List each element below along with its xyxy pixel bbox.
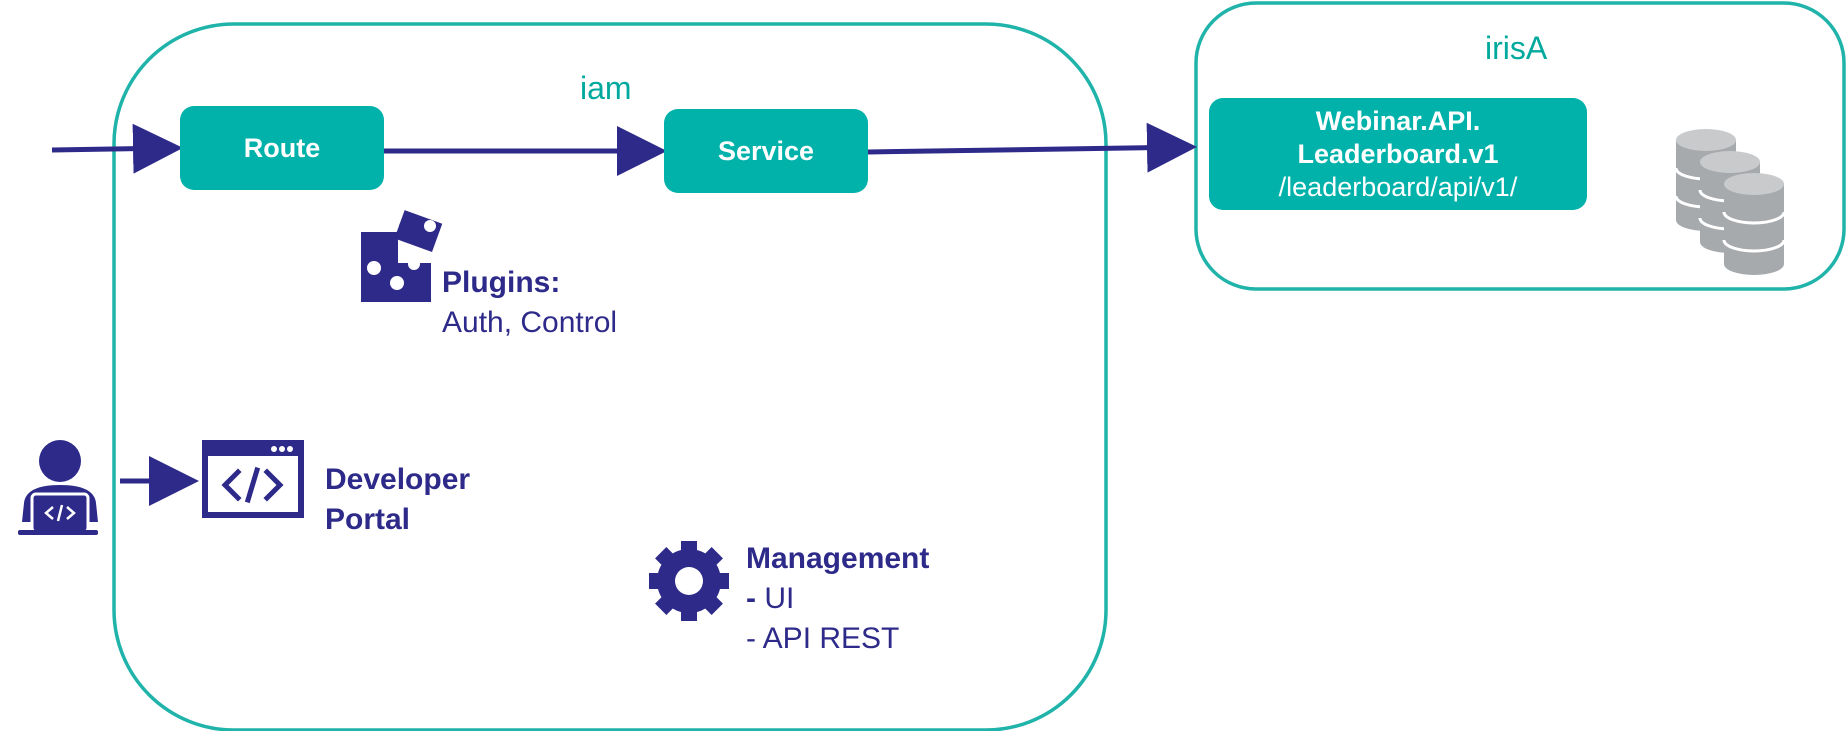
route-label: Route — [243, 132, 321, 163]
management-item-ui: - UI — [746, 582, 794, 616]
gateway-container — [112, 22, 1108, 731]
api-name-line2: Leaderboard.v1 — [1297, 138, 1499, 169]
management-item-ui-text: UI — [756, 582, 795, 615]
developer-user-icon — [18, 440, 98, 535]
api-name-line1: Webinar.API. — [1315, 105, 1481, 136]
service-to-api-arrow — [867, 122, 1197, 173]
portal-label-line1: Developer — [325, 463, 471, 496]
portal-label-line2: Portal — [325, 503, 411, 536]
database-icon — [1674, 129, 1786, 275]
plugins-title: Plugins: — [442, 266, 561, 299]
management-item-api: - API REST — [746, 622, 900, 655]
gear-icon — [649, 541, 729, 621]
backend-label: irisA — [1485, 30, 1548, 66]
puzzle-icon — [361, 210, 443, 302]
incoming-arrow — [51, 123, 183, 174]
api-path: /leaderboard/api/v1/ — [1278, 171, 1518, 202]
code-window-icon — [202, 440, 304, 518]
api-box: Webinar.API. Leaderboard.v1 /leaderboard… — [1209, 98, 1587, 210]
management-item-ui-bullet: - — [746, 582, 756, 615]
plugins-detail: Auth, Control — [442, 306, 618, 339]
management-title: Management — [746, 542, 930, 575]
route-box: Route — [180, 106, 384, 190]
service-label: Service — [717, 135, 815, 166]
gateway-label: iam — [580, 70, 632, 106]
service-box: Service — [664, 109, 868, 193]
